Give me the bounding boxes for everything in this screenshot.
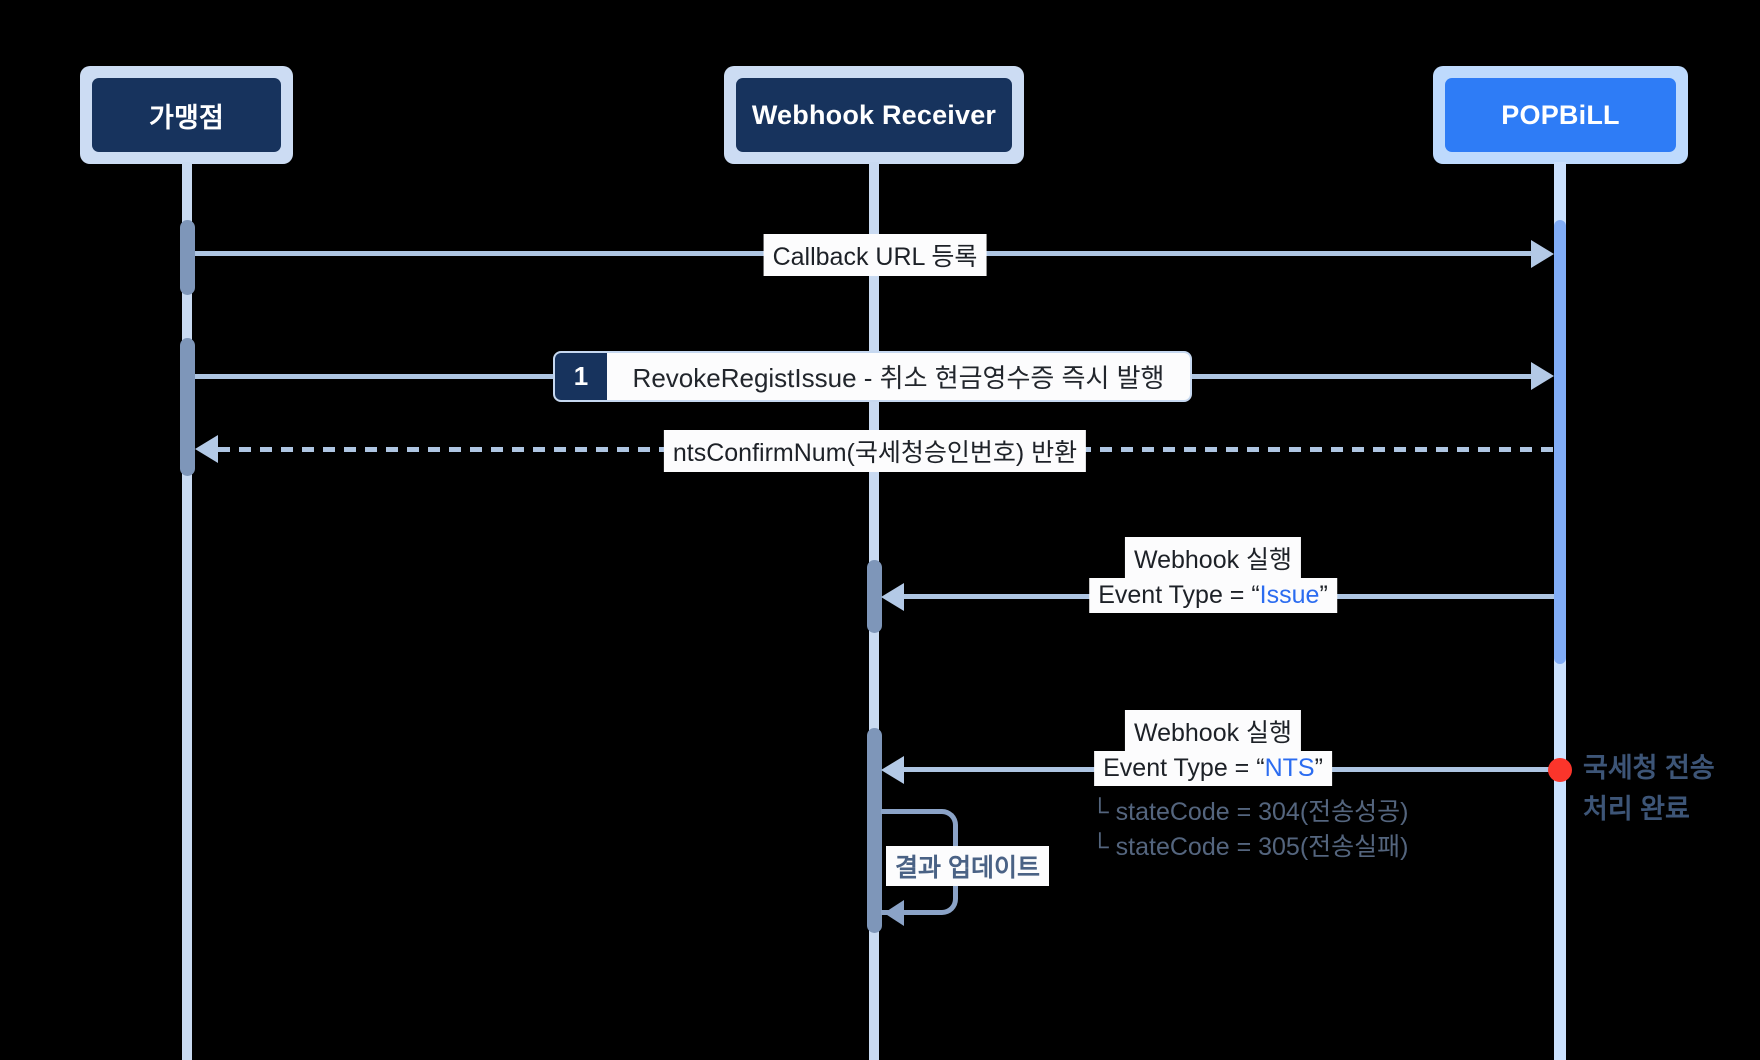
webhook-nts-title: Webhook 실행: [1124, 710, 1302, 752]
arrow-left-head-icon: [195, 435, 218, 463]
message-nts-return-label: ntsConfirmNum(국세청승인번호) 반환: [663, 430, 1087, 472]
message-revoke-box: 1 RevokeRegistIssue - 취소 현금영수증 즉시 발행: [553, 351, 1192, 402]
actor-webhook-receiver: Webhook Receiver: [724, 66, 1024, 164]
event-type-value: Issue: [1259, 581, 1320, 609]
webhook-issue-title: Webhook 실행: [1124, 537, 1302, 579]
actor-popbill-label: POPBiLL: [1445, 78, 1676, 152]
activation-popbill: [1554, 220, 1566, 664]
actor-webhook-receiver-label: Webhook Receiver: [736, 78, 1012, 152]
activation-merchant-callback: [180, 220, 195, 295]
event-type-prefix: Event Type = “: [1103, 754, 1265, 782]
arrow-left-head-icon: [881, 756, 904, 784]
activation-receiver-issue: [867, 560, 882, 633]
activation-merchant-revoke: [180, 338, 195, 476]
actor-merchant: 가맹점: [80, 66, 293, 164]
state-code-304-note: └ stateCode = 304(전송성공): [1091, 798, 1409, 826]
arrow-left-head-icon: [884, 900, 904, 926]
actor-merchant-label: 가맹점: [92, 78, 281, 152]
webhook-nts-event-type: Event Type = “NTS”: [1094, 751, 1332, 786]
webhook-issue-event-type: Event Type = “Issue”: [1089, 578, 1337, 613]
lifeline-merchant: [182, 162, 192, 1060]
nts-complete-annotation-line1: 국세청 전송: [1583, 753, 1715, 783]
event-type-suffix: ”: [1314, 754, 1323, 782]
message-callback-label: Callback URL 등록: [763, 234, 987, 276]
step-number-badge: 1: [555, 353, 607, 400]
event-type-suffix: ”: [1319, 581, 1328, 609]
actor-popbill: POPBiLL: [1433, 66, 1688, 164]
nts-complete-marker-icon: [1548, 758, 1572, 782]
event-type-value: NTS: [1264, 754, 1315, 782]
arrow-right-head-icon: [1531, 362, 1554, 390]
arrow-right-head-icon: [1531, 240, 1554, 268]
nts-complete-annotation-line2: 처리 완료: [1583, 794, 1690, 824]
event-type-prefix: Event Type = “: [1098, 581, 1260, 609]
state-code-305-note: └ stateCode = 305(전송실패): [1091, 833, 1409, 861]
nts-complete-annotation: 국세청 전송 처리 완료: [1583, 748, 1715, 830]
message-revoke-label: RevokeRegistIssue - 취소 현금영수증 즉시 발행: [632, 363, 1165, 393]
activation-receiver-nts: [867, 728, 882, 933]
message-update-label: 결과 업데이트: [886, 846, 1049, 886]
arrow-left-head-icon: [881, 583, 904, 611]
